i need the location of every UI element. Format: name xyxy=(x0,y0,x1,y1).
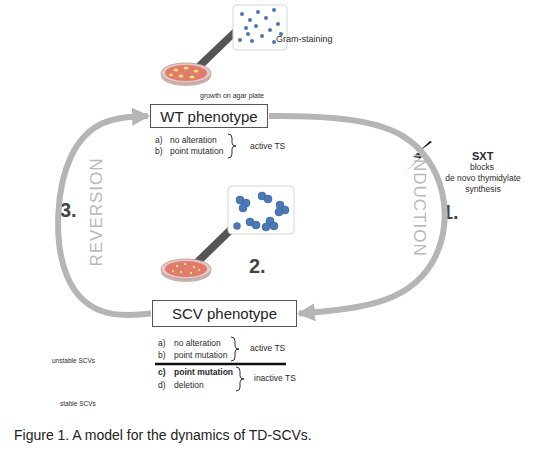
petri-dish-rim xyxy=(161,63,211,83)
item-letter: d) xyxy=(158,380,166,391)
small-colonies xyxy=(172,263,200,274)
petri-dish-rim xyxy=(161,259,211,279)
item-text: point mutation xyxy=(174,350,227,361)
enzyme-state: inactive TS xyxy=(254,373,296,384)
step-number: 1. xyxy=(442,200,459,225)
cycle-arrow xyxy=(58,116,151,315)
box-title: WT phenotype xyxy=(160,108,257,125)
microscope-inset xyxy=(228,186,294,234)
plate-label: growth on agar plate xyxy=(200,91,264,100)
item-text: point mutation xyxy=(174,367,233,378)
bacteria-clumps xyxy=(234,192,290,231)
phenotype-box: SCV phenotype xyxy=(152,300,297,327)
item-letter: a) xyxy=(155,135,163,146)
item-letter: c) xyxy=(158,367,166,378)
phase-label: REVERSION xyxy=(87,157,107,266)
phase-label: INDUCTION xyxy=(409,153,429,256)
agar-plate xyxy=(165,65,207,81)
item-letter: b) xyxy=(158,350,166,361)
drug-name: SXT xyxy=(472,149,493,163)
method-label: Gram-staining xyxy=(276,34,333,45)
group-label: unstable SCVs xyxy=(52,357,95,365)
item-text: no alteration xyxy=(170,135,217,146)
box-title: SCV phenotype xyxy=(172,305,277,322)
item-letter: b) xyxy=(155,146,163,157)
item-text: deletion xyxy=(174,380,204,391)
step-number: 3. xyxy=(60,198,77,223)
colonies xyxy=(169,66,199,78)
divider-line xyxy=(155,363,286,366)
agar-plate xyxy=(165,261,207,277)
drug-note: blocks xyxy=(470,162,494,173)
figure-caption: Figure 1. A model for the dynamics of TD… xyxy=(14,427,312,443)
brace xyxy=(231,337,239,361)
enzyme-state: active TS xyxy=(250,343,285,354)
group-label: stable SCVs xyxy=(60,400,96,408)
cycle-arrow xyxy=(269,116,445,314)
brace xyxy=(236,367,244,391)
phenotype-box: WT phenotype xyxy=(150,104,268,128)
brace xyxy=(228,134,236,158)
item-letter: a) xyxy=(158,338,166,349)
drug-note: de novo thymidylate synthesis xyxy=(437,173,529,195)
item-text: point mutation xyxy=(170,146,223,157)
step-number: 2. xyxy=(249,254,266,279)
item-text: no alteration xyxy=(174,338,221,349)
enzyme-state: active TS xyxy=(250,141,285,152)
